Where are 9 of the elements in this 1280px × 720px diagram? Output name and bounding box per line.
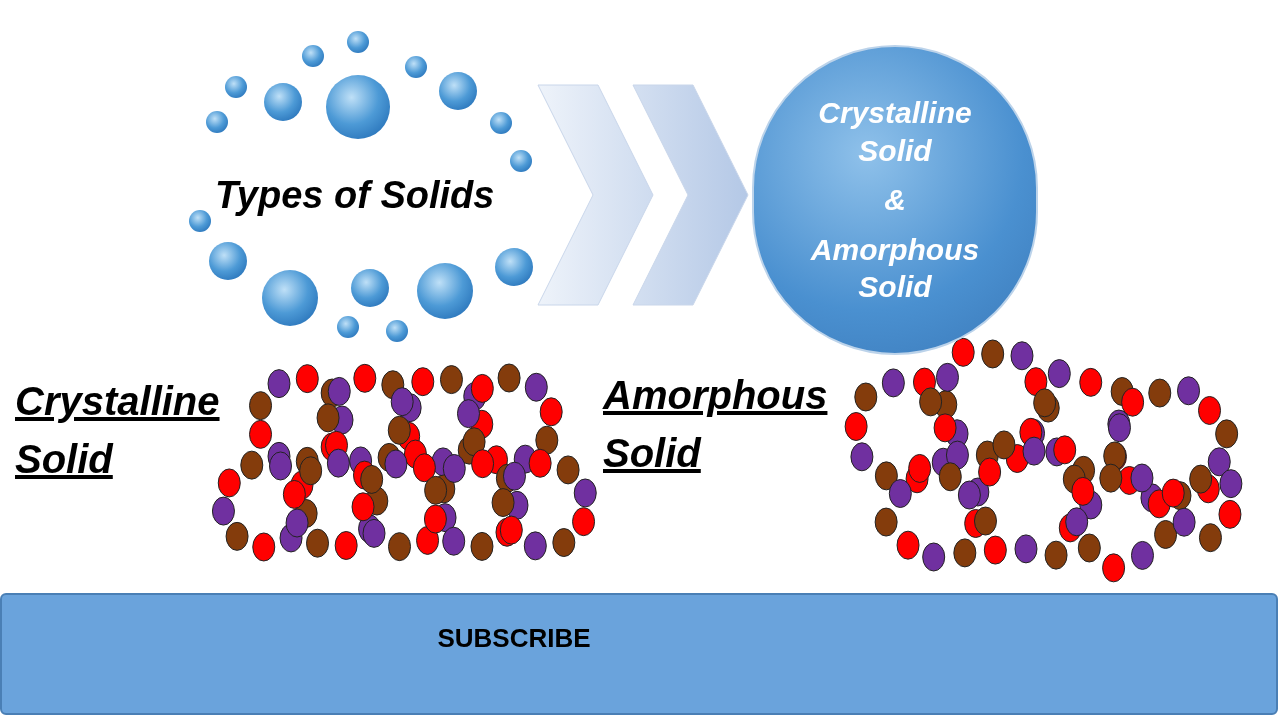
circle-text: Amorphous Solid xyxy=(809,231,981,306)
node-title: Types of Solids xyxy=(215,173,495,218)
chevron-arrow xyxy=(537,84,749,306)
circle-text: Crystalline Solid xyxy=(817,95,973,169)
section-heading: Crystalline Solid xyxy=(15,378,221,483)
banner-text: SUBSCRIBE xyxy=(437,622,591,655)
banner-bar xyxy=(0,593,1278,715)
section-heading: Amorphous Solid xyxy=(603,372,829,477)
circle-text: & xyxy=(884,182,906,219)
